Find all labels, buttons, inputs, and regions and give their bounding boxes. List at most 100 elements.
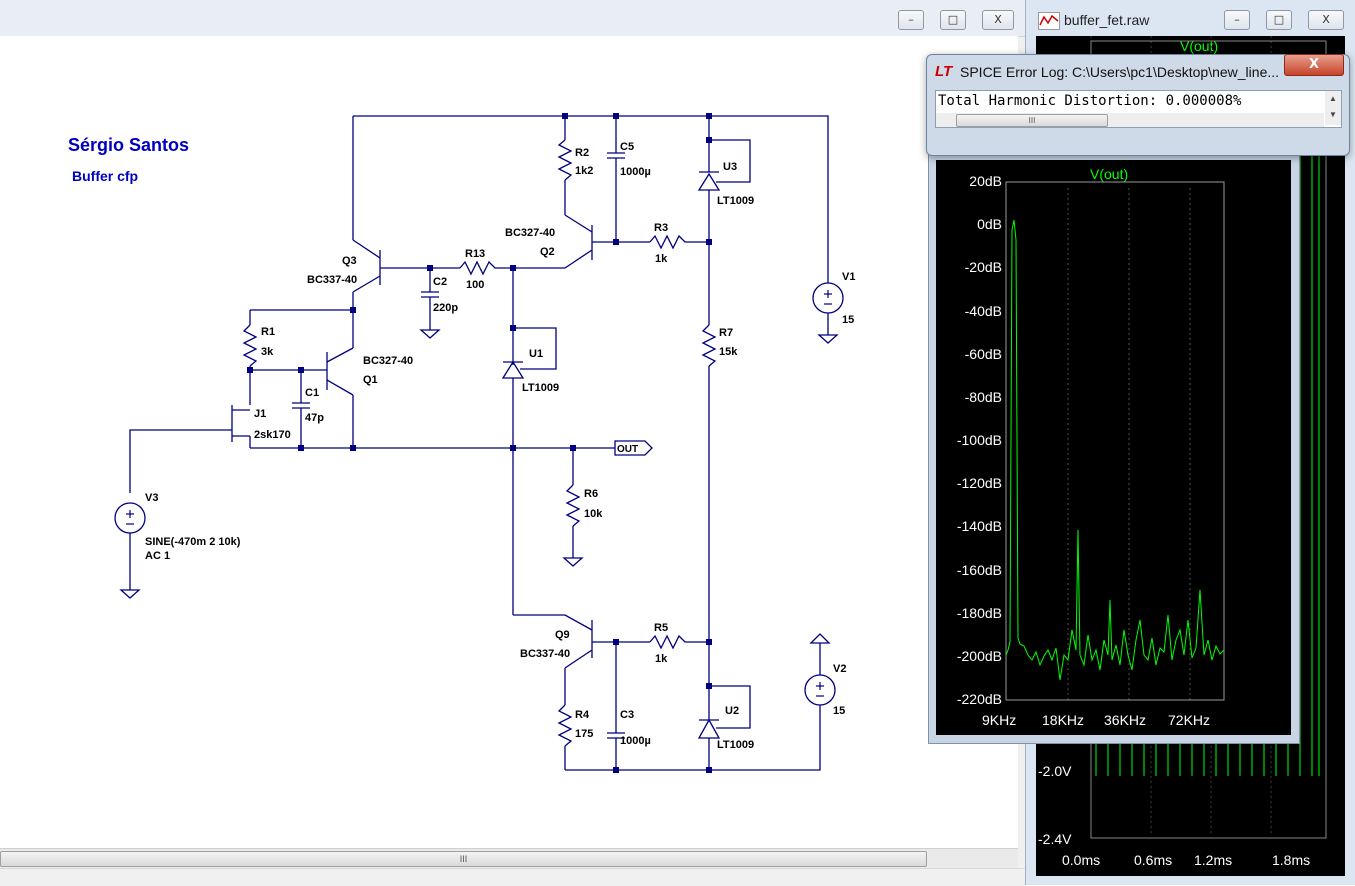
c1-value: 47p xyxy=(305,412,324,424)
schematic-author: Sérgio Santos xyxy=(68,135,189,155)
fft-spectrum xyxy=(1005,181,1225,701)
q1-model: BC327-40 xyxy=(363,355,413,367)
u1-model: LT1009 xyxy=(522,382,559,394)
transient-trace-label: V(out) xyxy=(1180,38,1219,54)
fft-ytick: -220dB xyxy=(956,691,1002,707)
plot-window-title: buffer_fet.raw xyxy=(1064,12,1150,28)
fft-xtick-4: 72KHz xyxy=(1168,712,1211,728)
schematic-window: – □ X xyxy=(0,0,1025,886)
maximize-button[interactable]: □ xyxy=(940,10,966,30)
r5-label: R5 xyxy=(654,622,668,634)
fft-ytick: -200dB xyxy=(956,647,1002,664)
u3-label: U3 xyxy=(723,161,737,173)
r13-value: 100 xyxy=(466,279,484,291)
c3-value: 1000µ xyxy=(620,735,651,747)
fft-ytick: -40dB xyxy=(964,302,1002,319)
error-log-hscroll[interactable]: III xyxy=(936,113,1324,127)
c2-value: 220p xyxy=(433,302,458,314)
waveform-icon xyxy=(1038,12,1060,30)
q2-model: BC327-40 xyxy=(505,227,555,239)
transient-ytick-2: -2.4V xyxy=(1038,831,1072,847)
fft-plot-area[interactable]: V(out) 20dB 0dB -20dB -40dB -60dB -80dB -100dB… xyxy=(936,160,1291,735)
schematic-hscroll-thumb[interactable]: III xyxy=(0,851,927,867)
schematic-titlebar: – □ X xyxy=(0,0,1025,37)
fft-ytick: -140dB xyxy=(956,518,1002,535)
fft-ytick: 0dB xyxy=(977,216,1002,233)
q3-label: Q3 xyxy=(342,255,357,267)
c5-label: C5 xyxy=(620,141,634,153)
schematic-drawing: Sérgio Santos Buffer cfp Q3 BC337-40 R13… xyxy=(68,113,855,773)
status-bar xyxy=(0,868,1025,886)
c3-label: C3 xyxy=(620,709,634,721)
r4-label: R4 xyxy=(575,709,590,721)
c5-value: 1000µ xyxy=(620,166,651,178)
fft-ytick: -180dB xyxy=(956,604,1002,621)
fft-trace-label: V(out) xyxy=(1090,166,1129,182)
transient-xtick-4: 1.8ms xyxy=(1272,852,1311,868)
q9-label: Q9 xyxy=(555,629,570,641)
j1-label: J1 xyxy=(254,408,266,420)
fft-xtick-2: 18KHz xyxy=(1042,712,1085,728)
transient-xtick-1: 0.0ms xyxy=(1062,852,1101,868)
r7-label: R7 xyxy=(719,327,733,339)
fft-ytick: -60dB xyxy=(964,345,1002,362)
q1-label: Q1 xyxy=(363,374,378,386)
v2-value: 15 xyxy=(833,705,845,717)
error-log-hscroll-thumb[interactable]: III xyxy=(956,114,1108,127)
fft-ytick: 20dB xyxy=(969,173,1002,189)
v1-value: 15 xyxy=(842,314,854,326)
transient-xtick-3: 1.2ms xyxy=(1194,852,1233,868)
fft-ytick: -120dB xyxy=(956,475,1002,492)
schematic-subtitle: Buffer cfp xyxy=(72,168,138,184)
error-log-vscroll[interactable]: ▲▼ xyxy=(1325,91,1341,125)
r6-value: 10k xyxy=(584,508,603,520)
fft-ytick: -160dB xyxy=(956,561,1002,578)
out-net-label: OUT xyxy=(617,444,638,455)
fft-ytick: -20dB xyxy=(964,259,1002,276)
r13-label: R13 xyxy=(465,248,485,260)
r7-value: 15k xyxy=(719,346,738,358)
v3-ac-spec: AC 1 xyxy=(145,550,170,562)
q3-model: BC337-40 xyxy=(307,274,357,286)
q9-model: BC337-40 xyxy=(520,648,570,660)
fft-ytick: -80dB xyxy=(964,388,1002,405)
transient-xtick-2: 0.6ms xyxy=(1134,852,1173,868)
plot-close-button[interactable]: X xyxy=(1308,10,1344,30)
plot-maximize-button[interactable]: □ xyxy=(1266,10,1292,30)
fft-xtick-1: 9KHz xyxy=(982,712,1017,728)
fft-ytick: -100dB xyxy=(956,432,1002,448)
close-button[interactable]: X xyxy=(982,10,1014,30)
v2-label: V2 xyxy=(833,663,846,675)
r2-label: R2 xyxy=(575,147,589,159)
u2-model: LT1009 xyxy=(717,739,754,751)
ltspice-icon: LT xyxy=(935,63,953,80)
r1-label: R1 xyxy=(261,326,275,338)
v3-source-spec: SINE(-470m 2 10k) xyxy=(145,536,241,548)
r6-label: R6 xyxy=(584,488,598,500)
plot-minimize-button[interactable]: – xyxy=(1224,10,1250,30)
minimize-button[interactable]: – xyxy=(898,10,924,30)
r4-value: 175 xyxy=(575,728,593,740)
error-log-textbox[interactable]: Total Harmonic Distortion: 0.000008% ▲▼ … xyxy=(935,90,1342,128)
error-log-title: SPICE Error Log: C:\Users\pc1\Desktop\ne… xyxy=(960,64,1280,80)
r1-value: 3k xyxy=(261,346,274,358)
fft-xtick-3: 36KHz xyxy=(1104,712,1147,728)
j1-model: 2sk170 xyxy=(254,429,291,441)
error-log-message: Total Harmonic Distortion: 0.000008% xyxy=(938,93,1242,109)
r3-value: 1k xyxy=(655,253,668,265)
r5-value: 1k xyxy=(655,653,668,665)
v1-label: V1 xyxy=(842,271,855,283)
c1-label: C1 xyxy=(305,387,319,399)
schematic-canvas[interactable]: Sérgio Santos Buffer cfp Q3 BC337-40 R13… xyxy=(0,36,1018,848)
v3-label: V3 xyxy=(145,492,158,504)
c2-label: C2 xyxy=(433,276,447,288)
u1-label: U1 xyxy=(529,348,543,360)
u2-label: U2 xyxy=(725,705,739,717)
r2-value: 1k2 xyxy=(575,165,593,177)
error-log-close-button[interactable]: X xyxy=(1284,54,1344,76)
schematic-hscrollbar[interactable]: III xyxy=(0,848,1018,869)
u3-model: LT1009 xyxy=(717,195,754,207)
q2-label: Q2 xyxy=(540,246,555,258)
transient-ytick-1: -2.0V xyxy=(1038,763,1072,779)
r3-label: R3 xyxy=(654,222,668,234)
